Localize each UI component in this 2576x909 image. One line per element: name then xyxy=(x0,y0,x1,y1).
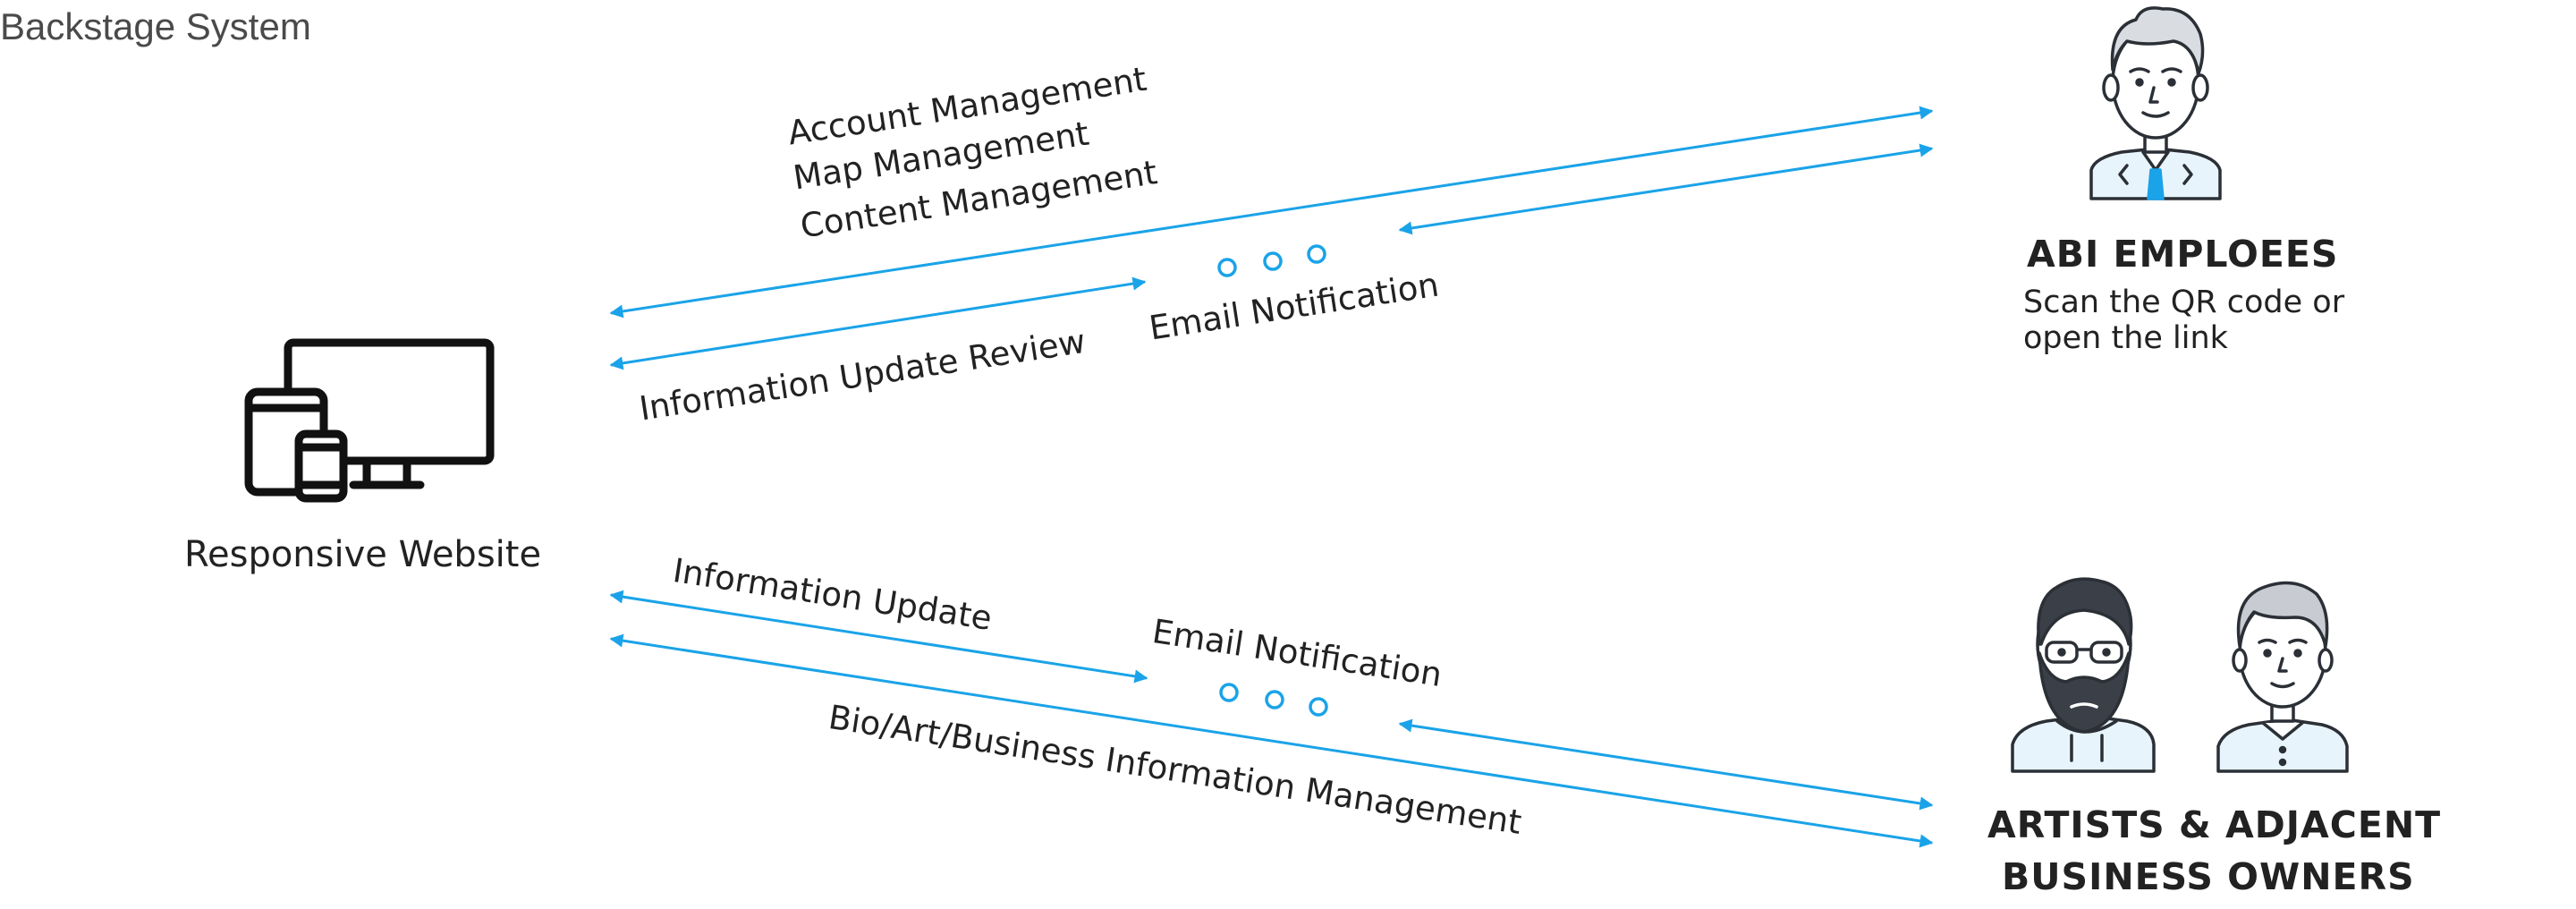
employees-desc-line2: open the link xyxy=(2023,320,2228,356)
dot xyxy=(1217,258,1237,277)
arrow-email-to-employee xyxy=(1398,143,1934,235)
artists-name-line2: BUSINESS OWNERS xyxy=(2002,855,2415,898)
arrow-update-review xyxy=(609,276,1147,370)
dot xyxy=(1263,251,1283,271)
artists-name-line1: ARTISTS & ADJACENT xyxy=(1987,803,2442,846)
arrow-bio-management xyxy=(609,633,1934,848)
dot xyxy=(1309,697,1328,717)
employees-desc-line1: Scan the QR code or xyxy=(2023,285,2345,320)
employees-name: ABI EMPLOEES xyxy=(2027,233,2339,276)
devices-caption: Responsive Website xyxy=(184,534,542,575)
dot xyxy=(1307,244,1326,264)
dot xyxy=(1219,683,1239,702)
dot xyxy=(1265,690,1284,709)
page-title: Backstage System xyxy=(0,5,311,47)
